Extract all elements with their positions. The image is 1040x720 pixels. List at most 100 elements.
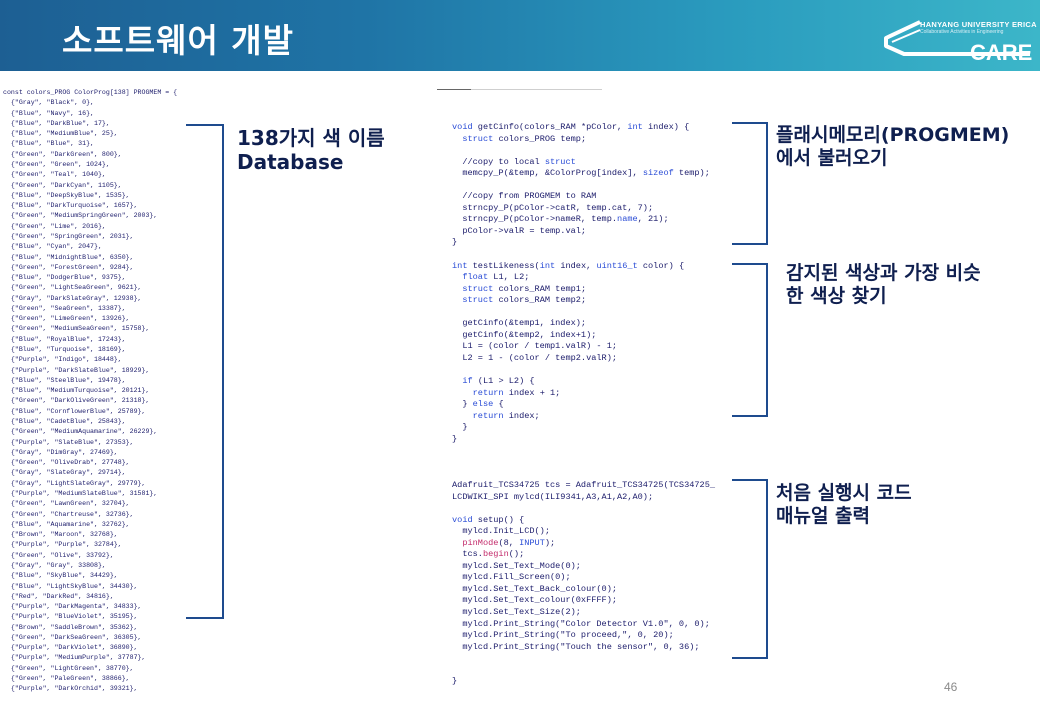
- bracket-progmem: [732, 122, 768, 245]
- code-line: L1 = (color / temp1.valR) - 1;: [452, 341, 618, 352]
- color-entry: {"Blue", "SkyBlue", 34429},: [3, 572, 118, 580]
- color-entry: {"Green", "MediumSeaGreen", 15758},: [3, 325, 150, 333]
- callout-line: 플래시메모리(PROGMEM): [776, 124, 1010, 146]
- color-entry: {"Blue", "MidnightBlue", 6350},: [3, 253, 134, 261]
- logo-university-name: HANYANG UNIVERSITY ERICA: [920, 20, 1037, 29]
- color-entry: {"Blue", "Turquoise", 18169},: [3, 346, 126, 354]
- code-line: mylcd.Set_Text_Back_colour(0);: [452, 583, 618, 594]
- color-entry: {"Green", "DarkCyan", 1105},: [3, 181, 122, 189]
- color-entry: {"Green", "DarkOliveGreen", 21318},: [3, 397, 150, 405]
- callout-database: 138가지 색 이름 Database: [237, 126, 385, 175]
- callout-likeness: 감지된 색상과 가장 비슷 한 색상 찾기: [786, 262, 981, 308]
- code-line: mylcd.Set_Text_colour(0xFFFF);: [452, 595, 618, 606]
- logo-care: CARE: [970, 40, 1033, 65]
- color-entry: {"Red", "DarkRed", 34816},: [3, 592, 114, 600]
- color-entry: {"Gray", "Gray", 33808},: [3, 561, 106, 569]
- code-line: mylcd.Set_Text_Size(2);: [452, 606, 581, 617]
- color-entry: {"Purple", "MediumSlateBlue", 31581},: [3, 489, 158, 497]
- code-line: const colors_PROG ColorProg[138] PROGMEM…: [3, 89, 178, 96]
- color-entry: {"Brown", "Maroon", 32768},: [3, 531, 118, 539]
- code-line: memcpy_P(&temp, &ColorProg[index], sizeo…: [452, 168, 710, 179]
- code-line: mylcd.Init_LCD();: [452, 526, 550, 537]
- code-line: }: [452, 237, 458, 248]
- color-entry: {"Blue", "DodgerBlue", 9375},: [3, 274, 126, 282]
- color-entry: {"Blue", "DarkTurquoise", 1657},: [3, 202, 138, 210]
- code-line: int testLikeness(int index, uint16_t col…: [452, 260, 685, 271]
- color-entry: {"Green", "SpringGreen", 2031},: [3, 232, 134, 240]
- color-entry: {"Green", "DarkGreen", 800},: [3, 150, 122, 158]
- code-line: }: [452, 422, 468, 433]
- color-entry: {"Gray", "DarkSlateGray", 12938},: [3, 294, 142, 302]
- bracket-database: [186, 124, 224, 619]
- code-line: struct colors_PROG temp;: [462, 133, 587, 144]
- color-entry: {"Purple", "DarkViolet", 36890},: [3, 644, 138, 652]
- color-entry: {"Green", "DarkSeaGreen", 36305},: [3, 633, 142, 641]
- callout-progmem: 플래시메모리(PROGMEM) 에서 불러오기: [776, 124, 1009, 170]
- divider: [437, 89, 602, 90]
- slide-header: 소프트웨어 개발 HANYANG UNIVERSITY ERICA Collab…: [0, 0, 1040, 71]
- code-line: Adafruit_TCS34725 tcs = Adafruit_TCS3472…: [452, 479, 716, 490]
- university-logo-icon: [884, 20, 1030, 56]
- code-line: struct colors_RAM temp2;: [462, 295, 587, 306]
- code-line: //copy from PROGMEM to RAM: [452, 191, 597, 202]
- code-line: return index;: [472, 410, 540, 421]
- code-line: getCinfo(&temp2, index+1);: [452, 329, 597, 340]
- color-entry: {"Green", "OliveDrab", 27748},: [3, 459, 130, 467]
- color-entry: {"Green", "Green", 1024},: [3, 160, 110, 168]
- code-line: mylcd.Print_String("Color Detector V1.0"…: [452, 618, 710, 629]
- color-entry: {"Green", "LightGreen", 38770},: [3, 664, 134, 672]
- page-number: 46: [944, 680, 958, 694]
- color-entry: {"Green", "LawnGreen", 32704},: [3, 500, 130, 508]
- color-entries: {"Gray", "Black", 0}, {"Blue", "Navy", 1…: [3, 99, 157, 692]
- code-line: float L1, L2;: [462, 272, 530, 283]
- code-line: L2 = 1 - (color / temp2.valR);: [452, 352, 618, 363]
- code-line: strncpy_P(pColor->nameR, temp.name, 21);: [452, 214, 669, 225]
- color-entry: {"Blue", "Cyan", 2047},: [3, 243, 102, 251]
- code-line: } else {: [452, 399, 504, 410]
- color-entry: {"Green", "LightSeaGreen", 9621},: [3, 284, 142, 292]
- color-entry: {"Blue", "CadetBlue", 25843},: [3, 418, 126, 425]
- callout-line: 처음 실행시 코드: [776, 482, 912, 504]
- color-entry: {"Blue", "Blue", 31},: [3, 140, 95, 148]
- code-line: pColor->valR = temp.val;: [452, 225, 587, 236]
- color-entry: {"Brown", "SaddleBrown", 35362},: [3, 623, 138, 631]
- color-entry: {"Blue", "SteelBlue", 19478},: [3, 376, 126, 384]
- bracket-likeness: [732, 263, 768, 417]
- color-entry: {"Purple", "Purple", 32784},: [3, 541, 122, 549]
- code-line: tcs.begin();: [452, 549, 525, 560]
- color-entry: {"Gray", "DimGray", 27469},: [3, 448, 118, 456]
- source-code-block: void getCinfo(colors_RAM *pColor, int in…: [452, 122, 715, 688]
- color-entry: {"Gray", "SlateGray", 29714},: [3, 469, 126, 477]
- divider-accent: [437, 89, 471, 90]
- code-line: LCDWIKI_SPI mylcd(ILI9341,A3,A1,A2,A0);: [452, 491, 654, 502]
- color-entry: {"Gray", "Black", 0},: [3, 99, 95, 107]
- code-line: if (L1 > L2) {: [462, 376, 535, 387]
- color-entry: {"Green", "Chartreuse", 32736},: [3, 510, 134, 518]
- callout-line: 매뉴얼 출력: [776, 505, 871, 528]
- code-line: void setup() {: [452, 514, 525, 525]
- code-line: mylcd.Set_Text_Mode(0);: [452, 560, 581, 571]
- code-line: mylcd.Fill_Screen(0);: [452, 572, 571, 583]
- logo-subtitle: Collaborative Activities in Engineering: [920, 29, 1004, 35]
- color-entry: {"Blue", "Aquamarine", 32762},: [3, 520, 130, 528]
- color-entry: {"Green", "ForestGreen", 9284},: [3, 263, 134, 271]
- callout-line: 한 색상 찾기: [786, 285, 887, 308]
- color-entry: {"Purple", "DarkMagenta", 34833},: [3, 603, 142, 611]
- callout-manual: 처음 실행시 코드 매뉴얼 출력: [776, 482, 912, 528]
- color-entry: {"Green", "PaleGreen", 38866},: [3, 675, 130, 683]
- color-entry: {"Purple", "BlueViolet", 35195},: [3, 613, 138, 621]
- callout-line: 에서 불러오기: [776, 147, 888, 170]
- code-line: void getCinfo(colors_RAM *pColor, int in…: [452, 122, 690, 132]
- callout-line: Database: [237, 150, 344, 175]
- color-entry: {"Green", "Olive", 33792},: [3, 551, 114, 559]
- color-entry: {"Purple", "DarkSlateBlue", 18929},: [3, 366, 150, 374]
- color-entry: {"Green", "Teal", 1040},: [3, 171, 106, 179]
- code-line: return index + 1;: [472, 387, 561, 398]
- color-entry: {"Green", "SeaGreen", 13387},: [3, 304, 126, 312]
- code-line: getCinfo(&temp1, index);: [452, 318, 587, 329]
- code-line: }: [452, 433, 458, 444]
- color-entry: {"Blue", "DarkBlue", 17},: [3, 119, 110, 127]
- code-line: struct colors_RAM temp1;: [462, 283, 587, 294]
- color-entry: {"Green", "MediumAquamarine", 26229},: [3, 428, 158, 436]
- code-line: strncpy_P(pColor->catR, temp.cat, 7);: [452, 202, 654, 213]
